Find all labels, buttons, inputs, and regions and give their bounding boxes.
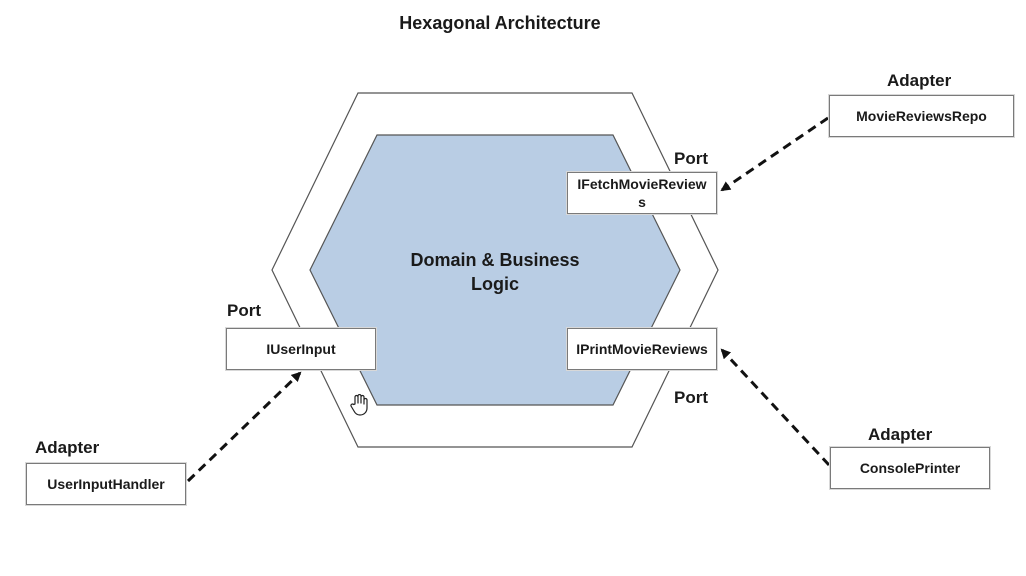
port-user-input-name: IUserInput bbox=[266, 341, 336, 357]
port-label-input: Port bbox=[227, 301, 261, 320]
port-user-input: IUserInput bbox=[226, 328, 376, 370]
arrow-printer-to-print-port bbox=[720, 348, 831, 467]
port-label-print: Port bbox=[674, 388, 708, 407]
core-label-line2: Logic bbox=[471, 274, 519, 294]
port-label-fetch: Port bbox=[674, 149, 708, 168]
adapter-label-repo: Adapter bbox=[887, 71, 952, 90]
adapter-movie-reviews-repo: MovieReviewsRepo bbox=[829, 95, 1014, 137]
port-fetch-movie-reviews-name: IFetchMovieReviews bbox=[577, 176, 707, 210]
core-label-line1: Domain & Business bbox=[410, 250, 580, 270]
adapter-user-input-handler-name: UserInputHandler bbox=[47, 476, 165, 492]
adapter-movie-reviews-repo-name: MovieReviewsRepo bbox=[856, 108, 987, 124]
hand-pointer-icon bbox=[350, 394, 368, 416]
port-print-movie-reviews-name: IPrintMovieReviews bbox=[576, 341, 708, 357]
port-print-movie-reviews: IPrintMovieReviews bbox=[567, 328, 717, 370]
adapter-console-printer-name: ConsolePrinter bbox=[859, 460, 961, 476]
core-label: Domain & Business Logic bbox=[390, 248, 600, 296]
adapter-user-input-handler: UserInputHandler bbox=[26, 463, 186, 505]
adapter-label-handler: Adapter bbox=[35, 438, 100, 457]
diagram-title: Hexagonal Architecture bbox=[399, 13, 601, 33]
port-fetch-movie-reviews: IFetchMovieReviews bbox=[567, 172, 717, 214]
arrow-handler-to-input-port bbox=[186, 371, 302, 483]
adapter-label-printer: Adapter bbox=[868, 425, 933, 444]
arrow-repo-to-fetch-port bbox=[720, 116, 829, 192]
adapter-console-printer: ConsolePrinter bbox=[830, 447, 990, 489]
